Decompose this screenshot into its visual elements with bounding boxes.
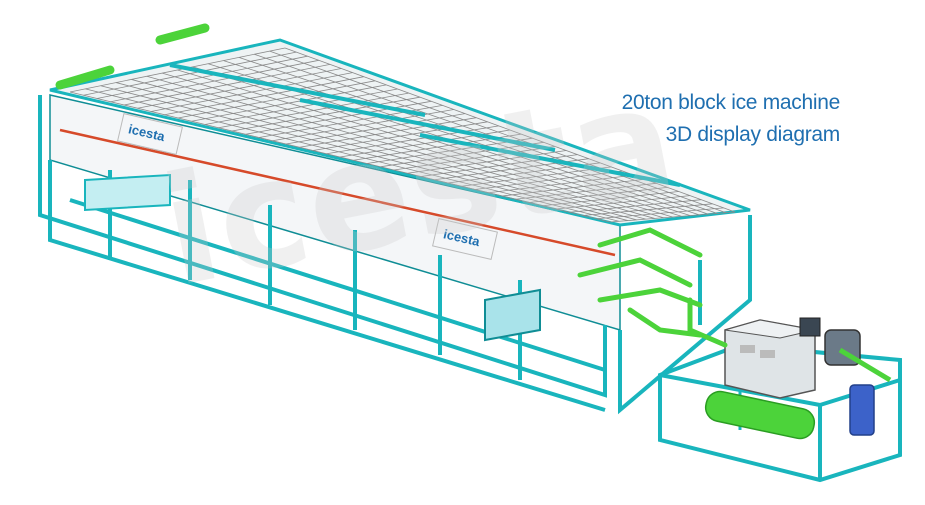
grid-column-line bbox=[218, 92, 409, 129]
grid-column-line bbox=[204, 88, 398, 125]
brand-logo-badge-2: icesta bbox=[432, 218, 498, 260]
top-cross-beams bbox=[169, 63, 681, 187]
grid-column-line bbox=[245, 100, 432, 135]
grid-column-line bbox=[542, 191, 679, 207]
front-piping bbox=[577, 227, 703, 338]
compressor bbox=[799, 317, 892, 383]
grid-column-line bbox=[123, 64, 331, 106]
grid-column-line bbox=[366, 137, 533, 164]
grid-column-line bbox=[515, 182, 657, 200]
grid-column-line bbox=[312, 121, 488, 151]
grid-column-line bbox=[150, 72, 353, 112]
grid-column-line bbox=[393, 146, 556, 171]
brand-logo-badge-1: icesta bbox=[117, 113, 183, 155]
water-tank-box bbox=[84, 173, 541, 342]
grid-column-line bbox=[299, 117, 477, 148]
grid-column-line bbox=[474, 170, 623, 190]
caption-line-2: 3D display diagram bbox=[665, 123, 841, 146]
grid-column-line bbox=[231, 96, 421, 132]
grid-column-line bbox=[569, 199, 702, 213]
grid-column-line bbox=[528, 187, 668, 203]
grid-column-line bbox=[461, 166, 612, 187]
grid-column-line bbox=[96, 55, 308, 99]
diagram-caption: 20ton block ice machine 3D display diagr… bbox=[560, 88, 880, 152]
grid-column-line bbox=[555, 195, 691, 210]
grid-column-line bbox=[407, 150, 567, 174]
grid-column-line bbox=[582, 203, 713, 216]
grid-column-line bbox=[69, 47, 286, 93]
grid-column-line bbox=[110, 59, 319, 103]
grid-column-line bbox=[164, 76, 364, 116]
tank-top-frame bbox=[49, 38, 751, 227]
grid-column-line bbox=[609, 211, 736, 223]
grid-column-line bbox=[285, 113, 466, 145]
grid-column-line bbox=[596, 207, 724, 220]
grid-column-line bbox=[137, 68, 342, 109]
green-top-pipes bbox=[55, 23, 210, 90]
grid-column-line bbox=[380, 141, 544, 168]
grid-column-line bbox=[83, 51, 297, 96]
refrigerant-line bbox=[59, 128, 616, 257]
grid-column-line bbox=[501, 178, 646, 197]
grid-column-line bbox=[488, 174, 634, 194]
connecting-pipe bbox=[687, 297, 728, 348]
grid-column-line bbox=[177, 80, 376, 119]
caption-line-1: 20ton block ice machine bbox=[621, 91, 841, 114]
grid-column-line bbox=[191, 84, 387, 122]
grid-column-line bbox=[326, 125, 499, 155]
control-cabinet bbox=[724, 319, 816, 399]
